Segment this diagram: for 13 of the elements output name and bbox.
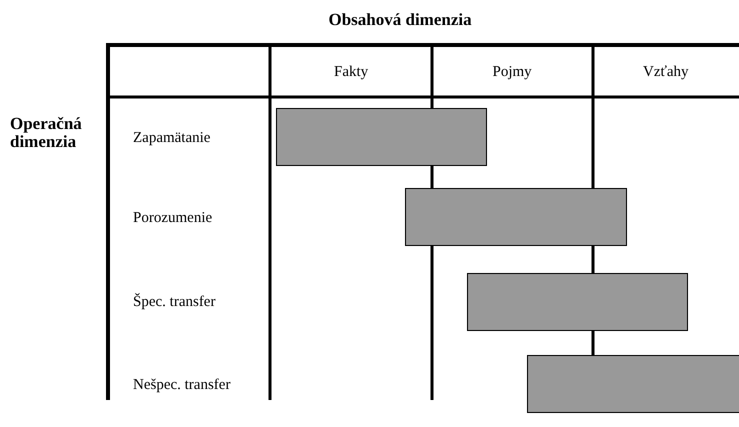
axis-title: Operačná dimenzia [10, 115, 83, 151]
bar [405, 188, 627, 246]
row-label: Nešpec. transfer [133, 376, 230, 394]
column-header: Pojmy [492, 64, 532, 80]
row-label: Špec. transfer [133, 294, 216, 310]
column-header: Vzťahy [643, 64, 689, 80]
bar [467, 273, 688, 331]
bar [276, 108, 487, 166]
axis-title: Obsahová dimenzia [328, 10, 472, 30]
row-label: Porozumenie [133, 210, 212, 226]
column-header: Fakty [334, 64, 368, 80]
row-label: Zapamätanie [133, 130, 210, 146]
bar [527, 355, 739, 413]
